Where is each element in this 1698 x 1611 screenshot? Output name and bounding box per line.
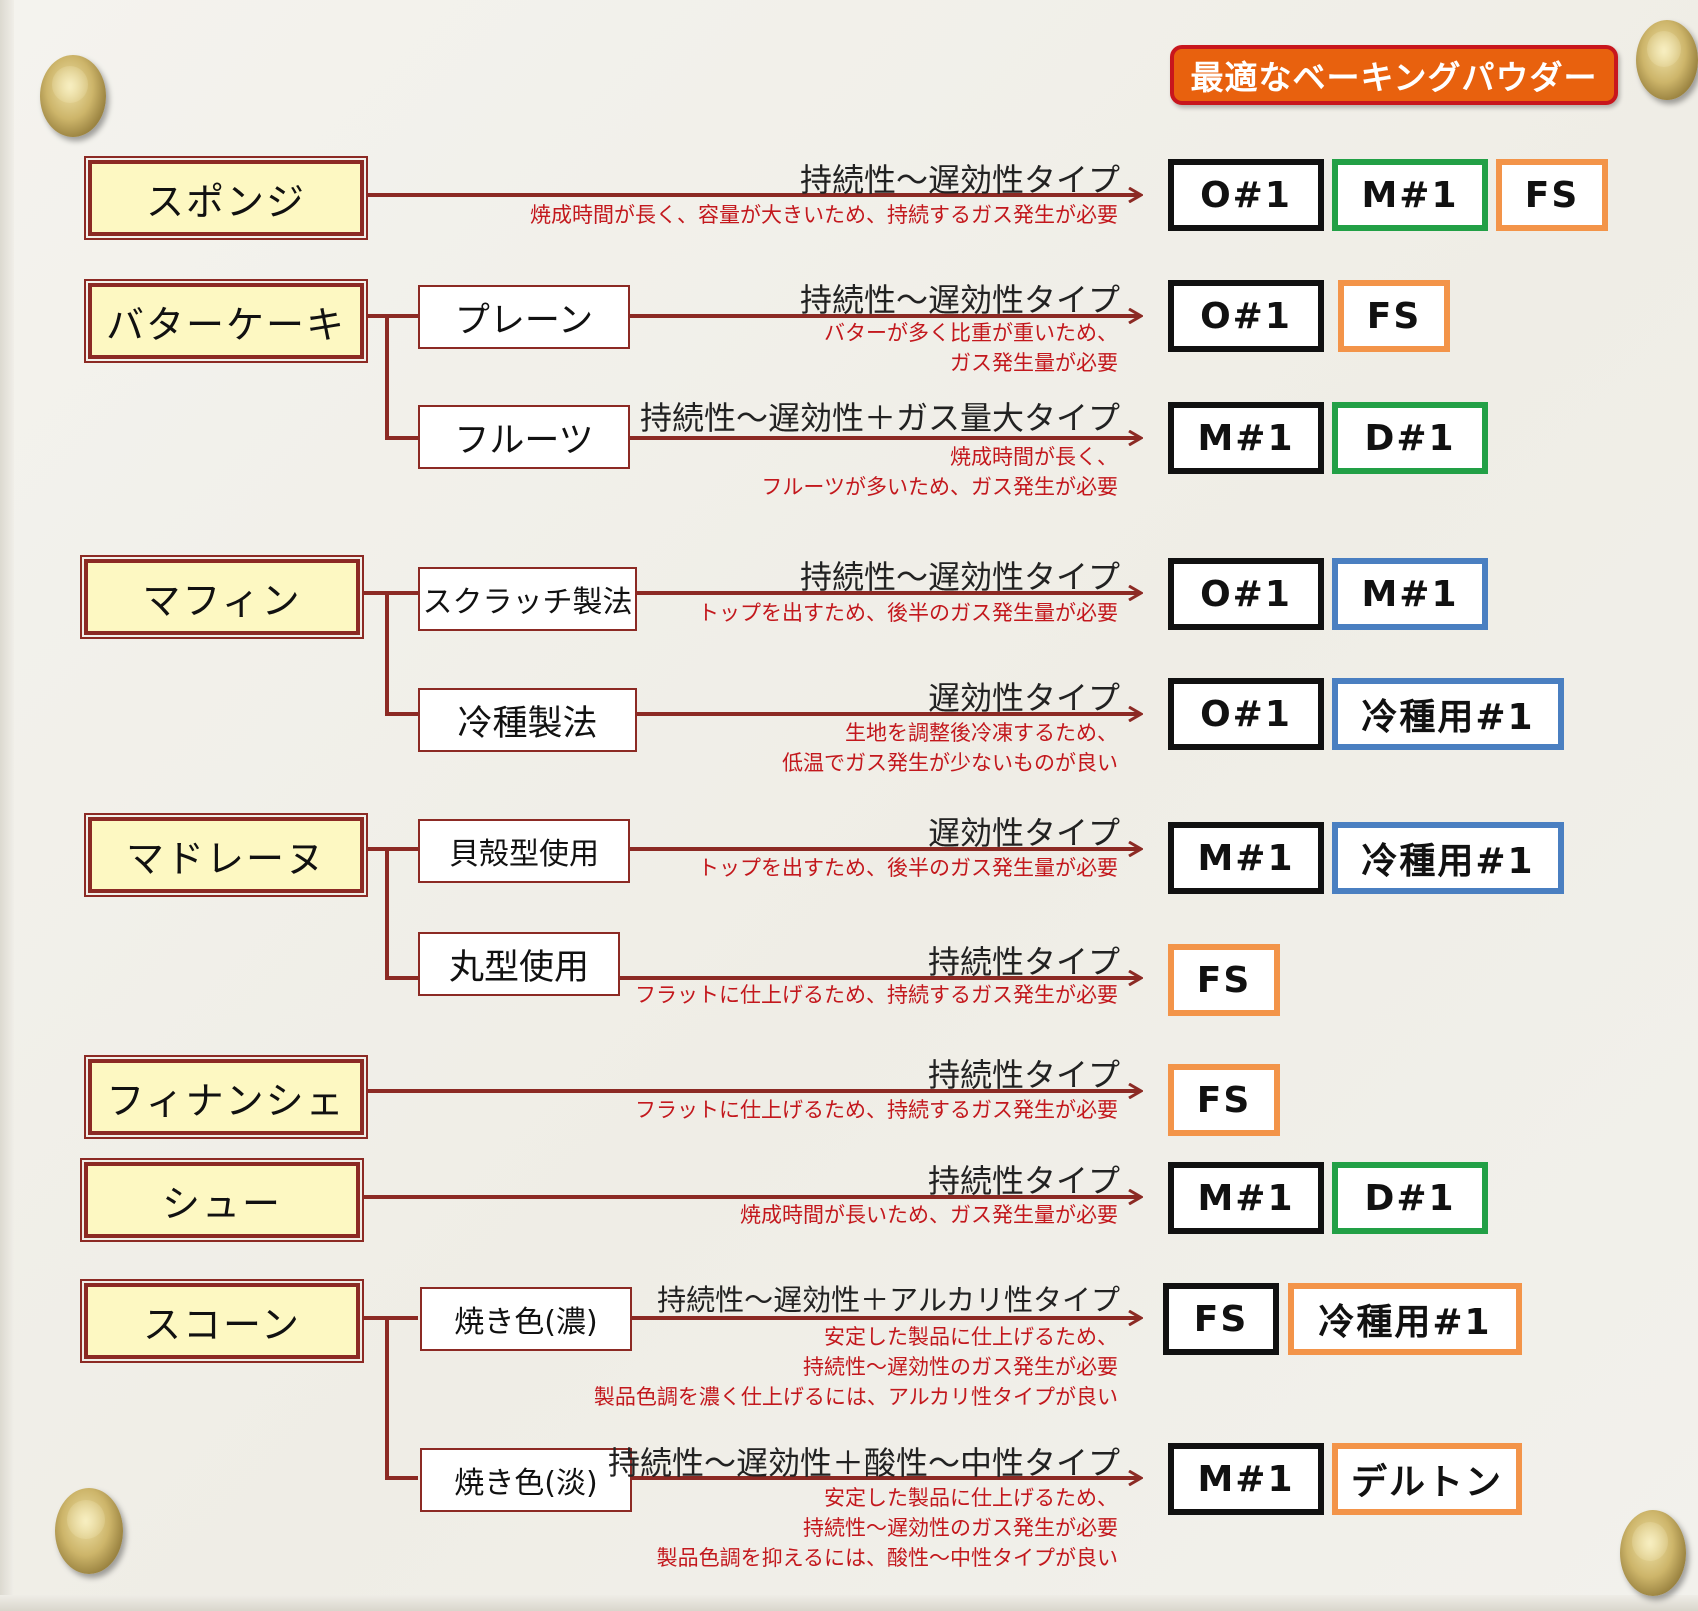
- baking-powder-chip: デルトン: [1332, 1443, 1522, 1515]
- baking-powder-chip: FS: [1168, 1064, 1280, 1136]
- method-light-color: 焼き色(淡): [420, 1448, 632, 1512]
- reason-line: 安定した製品に仕上げるため、: [824, 1486, 1118, 1510]
- baking-powder-chip: O#1: [1168, 280, 1324, 352]
- reason-line: 焼成時間が長いため、ガス発生量が必要: [740, 1203, 1118, 1227]
- method-plain: プレーン: [418, 285, 630, 349]
- reason-text: 焼成時間が長く、フルーツが多いため、ガス発生が必要: [761, 442, 1118, 502]
- branch-scone: [362, 1316, 418, 1480]
- baking-powder-chip: M#1: [1168, 402, 1324, 474]
- method-cold-dough: 冷種製法: [418, 688, 637, 752]
- method-round-mold: 丸型使用: [418, 932, 620, 996]
- baking-powder-chip: FS: [1496, 159, 1608, 231]
- reason-line: 生地を調整後冷凍するため、: [845, 721, 1118, 745]
- reason-line: ガス発生量が必要: [950, 351, 1118, 375]
- reason-text: フラットに仕上げるため、持続するガス発生が必要: [635, 980, 1118, 1010]
- reason-line: 低温でガス発生が少ないものが良い: [782, 751, 1118, 775]
- method-scratch: スクラッチ製法: [418, 567, 637, 631]
- baking-powder-chip: 冷種用#1: [1288, 1283, 1522, 1355]
- baking-powder-chip: M#1: [1332, 159, 1488, 231]
- method-shell-mold: 貝殻型使用: [418, 819, 630, 883]
- gas-type-label: 持続性タイプ: [927, 1162, 1120, 1200]
- product-butter-cake: バターケーキ: [84, 279, 368, 363]
- reason-text: トップを出すため、後半のガス発生量が必要: [698, 598, 1118, 628]
- reason-line: バターが多く比重が重いため、: [824, 321, 1118, 345]
- gas-type-label: 持続性～遅効性＋アルカリ性タイプ: [657, 1283, 1120, 1317]
- gas-type-label: 持続性～遅効性タイプ: [799, 558, 1120, 596]
- gas-type-label: 遅効性タイプ: [927, 679, 1120, 717]
- reason-text: 焼成時間が長く、容量が大きいため、持続するガス発生が必要: [530, 200, 1118, 230]
- baking-powder-chip: M#1: [1168, 822, 1324, 894]
- method-fruit: フルーツ: [418, 405, 630, 469]
- pin-top-left-icon: [40, 55, 106, 137]
- reason-line: 持続性～遅効性のガス発生が必要: [803, 1516, 1118, 1540]
- branch-butter-cake: [366, 314, 418, 440]
- gas-type-label: 持続性タイプ: [927, 943, 1120, 981]
- baking-powder-chip: 冷種用#1: [1332, 822, 1564, 894]
- reason-text: 焼成時間が長いため、ガス発生量が必要: [740, 1200, 1118, 1230]
- method-dark-color: 焼き色(濃): [420, 1287, 632, 1351]
- reason-line: フルーツが多いため、ガス発生が必要: [761, 475, 1118, 499]
- gas-type-label: 持続性タイプ: [927, 1056, 1120, 1094]
- baking-powder-chip: O#1: [1168, 558, 1324, 630]
- reason-text: 安定した製品に仕上げるため、持続性～遅効性のガス発生が必要製品色調を濃く仕上げる…: [594, 1322, 1118, 1412]
- baking-powder-chip: D#1: [1332, 402, 1488, 474]
- gas-type-label: 遅効性タイプ: [927, 814, 1120, 852]
- product-sponge: スポンジ: [84, 156, 368, 240]
- reason-text: 安定した製品に仕上げるため、持続性～遅効性のガス発生が必要製品色調を抑えるには、…: [657, 1483, 1118, 1573]
- reason-text: トップを出すため、後半のガス発生量が必要: [698, 853, 1118, 883]
- optimal-baking-powder-header: 最適なベーキングパウダー: [1170, 45, 1618, 105]
- gas-type-label: 持続性～遅効性＋酸性～中性タイプ: [607, 1444, 1120, 1482]
- reason-line: 焼成時間が長く、容量が大きいため、持続するガス発生が必要: [530, 203, 1118, 227]
- reason-line: フラットに仕上げるため、持続するガス発生が必要: [635, 983, 1118, 1007]
- board-edge-left: [0, 0, 14, 1611]
- baking-powder-chip: FS: [1338, 280, 1450, 352]
- branch-muffin: [362, 591, 418, 716]
- product-financier: フィナンシェ: [84, 1055, 368, 1139]
- reason-text: バターが多く比重が重いため、ガス発生量が必要: [824, 318, 1118, 378]
- reason-text: フラットに仕上げるため、持続するガス発生が必要: [635, 1095, 1118, 1125]
- product-scone: スコーン: [80, 1279, 364, 1363]
- reason-text: 生地を調整後冷凍するため、低温でガス発生が少ないものが良い: [782, 718, 1118, 778]
- reason-line: 持続性～遅効性のガス発生が必要: [803, 1355, 1118, 1379]
- baking-powder-chip: 冷種用#1: [1332, 678, 1564, 750]
- gas-type-label: 持続性～遅効性タイプ: [799, 281, 1120, 319]
- baking-powder-chip: O#1: [1168, 159, 1324, 231]
- pin-bottom-right-icon: [1620, 1510, 1686, 1596]
- baking-powder-chip: O#1: [1168, 678, 1324, 750]
- gas-type-label: 持続性～遅効性＋ガス量大タイプ: [639, 399, 1120, 437]
- reason-line: トップを出すため、後半のガス発生量が必要: [698, 601, 1118, 625]
- reason-line: 焼成時間が長く、: [950, 445, 1118, 469]
- reason-line: 製品色調を抑えるには、酸性～中性タイプが良い: [656, 1546, 1118, 1570]
- reason-line: 安定した製品に仕上げるため、: [824, 1325, 1118, 1349]
- reason-line: フラットに仕上げるため、持続するガス発生が必要: [635, 1098, 1118, 1122]
- baking-powder-chip: M#1: [1168, 1443, 1324, 1515]
- gas-type-label: 持続性～遅効性タイプ: [799, 161, 1120, 199]
- baking-powder-chip: D#1: [1332, 1162, 1488, 1234]
- baking-powder-chip: FS: [1163, 1283, 1279, 1355]
- board-edge-bottom: [0, 1595, 1698, 1611]
- product-muffin: マフィン: [80, 555, 364, 639]
- product-madeleine: マドレーヌ: [84, 813, 368, 897]
- pin-bottom-left-icon: [55, 1488, 123, 1574]
- baking-powder-chip: M#1: [1168, 1162, 1324, 1234]
- reason-line: トップを出すため、後半のガス発生量が必要: [698, 856, 1118, 880]
- baking-powder-chip: FS: [1168, 944, 1280, 1016]
- baking-powder-chip: M#1: [1332, 558, 1488, 630]
- reason-line: 製品色調を濃く仕上げるには、アルカリ性タイプが良い: [593, 1385, 1118, 1409]
- pin-top-right-icon: [1636, 20, 1698, 100]
- product-choux: シュー: [80, 1158, 364, 1242]
- branch-madeleine: [366, 847, 418, 980]
